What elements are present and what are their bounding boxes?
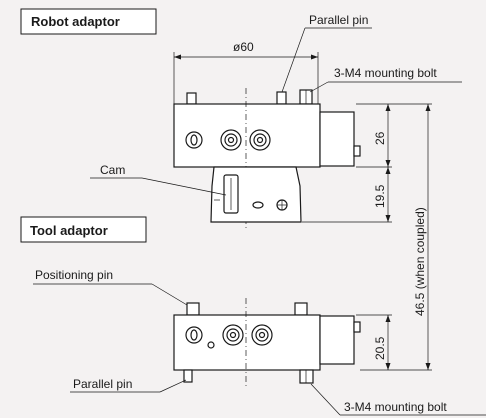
cam-height-dimension: 19.5: [302, 167, 392, 223]
tool-adaptor-body: [173, 298, 361, 388]
parallel-pin-bottom-label: Parallel pin: [73, 377, 132, 391]
coupled-height-value: 46.5 (when coupled): [413, 207, 427, 316]
parallel-pin-top-label: Parallel pin: [309, 13, 368, 27]
width-dimension-value: ø60: [233, 40, 254, 54]
cam-height-value: 19.5: [373, 184, 387, 208]
tool-height-dimension: 20.5: [356, 314, 392, 371]
mounting-bolt-top-label: 3-M4 mounting bolt: [334, 66, 437, 80]
robot-height-value: 26: [373, 131, 387, 145]
mounting-bolt-bottom-callout: 3-M4 mounting bolt: [310, 383, 486, 416]
coupled-height-dimension: 46.5 (when coupled): [392, 103, 432, 371]
cam-part: [210, 166, 302, 223]
robot-adaptor-body: [173, 88, 361, 230]
parallel-pin-bottom-callout: Parallel pin: [70, 377, 187, 393]
cam-label: Cam: [100, 163, 125, 177]
robot-height-dimension: 26: [356, 103, 392, 168]
positioning-pin-label: Positioning pin: [35, 268, 113, 282]
robot-adaptor-title: Robot adaptor: [31, 14, 120, 29]
tool-adaptor-title-box: Tool adaptor: [20, 216, 147, 243]
width-dimension: ø60: [173, 40, 319, 104]
tool-height-value: 20.5: [373, 336, 387, 360]
mounting-bolt-top-callout: 3-M4 mounting bolt: [309, 66, 462, 93]
positioning-pin-callout: Positioning pin: [33, 268, 188, 306]
tool-adaptor-title: Tool adaptor: [30, 223, 108, 238]
parallel-pin-top-callout: Parallel pin: [281, 13, 372, 93]
cam-callout: Cam: [90, 163, 227, 196]
robot-adaptor-title-box: Robot adaptor: [20, 8, 157, 35]
mounting-bolt-bottom-label: 3-M4 mounting bolt: [344, 400, 447, 414]
